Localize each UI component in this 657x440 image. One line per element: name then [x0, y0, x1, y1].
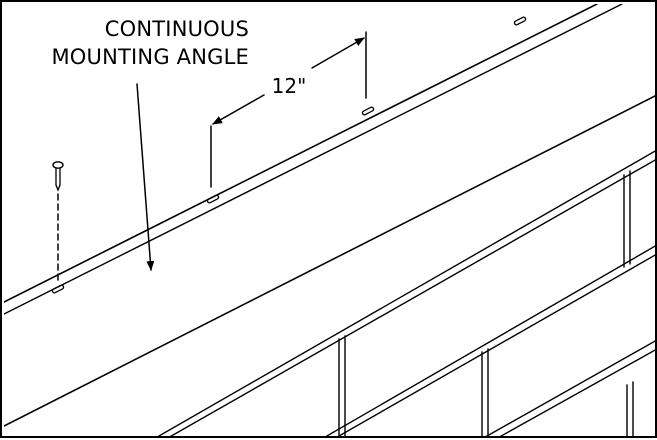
spacing-dimension: [210, 31, 367, 188]
mounting-angle: [4, 4, 657, 427]
head-joint: [626, 381, 634, 438]
nail-head: [52, 161, 64, 169]
head-joint: [481, 348, 489, 438]
dimension-label: 12": [272, 74, 307, 98]
angle-lower-edge: [4, 94, 657, 427]
brick-wall: [154, 149, 657, 438]
callout-label-line1: CONTINUOUS: [105, 17, 249, 41]
mounting-slot: [206, 194, 220, 204]
mounting-slot: [361, 106, 375, 116]
nail-tip: [55, 184, 61, 192]
dimension-arrow-left: [212, 94, 265, 125]
mortar-joint-top: [154, 149, 657, 438]
mounting-slots: [51, 16, 527, 294]
callout-label-line2: MOUNTING ANGLE: [51, 45, 249, 69]
nail-fastener: [52, 161, 64, 285]
mounting-slot: [51, 284, 65, 294]
angle-bend-line: [4, 4, 623, 315]
mounting-slot: [513, 16, 527, 26]
mortar-joint-middle: [322, 244, 657, 438]
dimension-arrow-right: [311, 37, 365, 69]
mortar-joint-lower: [482, 339, 657, 438]
head-joint: [623, 170, 631, 268]
angle-top-edge: [4, 4, 598, 303]
callout-leader-arrow: [136, 83, 155, 271]
head-joint: [338, 335, 346, 438]
